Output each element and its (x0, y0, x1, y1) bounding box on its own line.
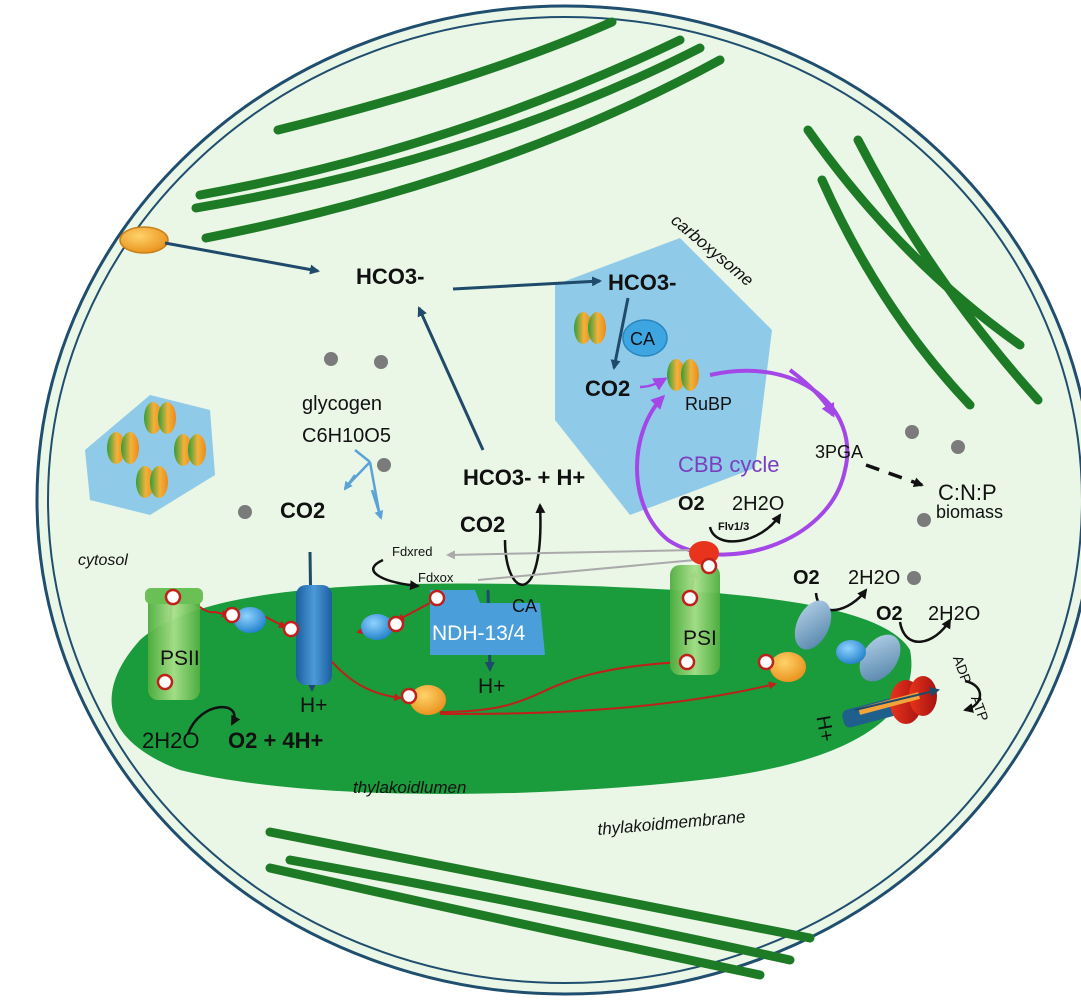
co2-carboxysome-label: CO2 (585, 376, 630, 401)
hco3-h-label: HCO3- + H+ (463, 465, 585, 490)
cyt-b6f-complex (296, 585, 332, 685)
cbb-to-3pga-arrow (788, 368, 835, 418)
black-arrows (186, 503, 982, 735)
rubisco-icons (107, 312, 699, 498)
cell-inner-membrane (47, 16, 1081, 984)
hco3-cytosol-label: HCO3- (356, 264, 424, 289)
cell-outer-wall (35, 4, 1081, 996)
thylakoid-lumen-label: thylakoidlumen (353, 778, 466, 797)
o2-flv-label: O2 (678, 493, 705, 515)
glycogen-formula-label: C6H10O5 (302, 425, 391, 447)
h2o-oxidase1-label: 2H2O (848, 567, 900, 589)
glycogen-granules (238, 352, 965, 585)
3pga-label: 3PGA (815, 442, 863, 462)
thylakoid-stripes (191, 17, 1043, 980)
co2-glycogen-label: CO2 (280, 498, 325, 523)
atp-synthase (842, 676, 940, 728)
flv-label: Flv1/3 (718, 521, 749, 533)
rubp-label: RuBP (685, 394, 732, 414)
bicarbonate-transporter (119, 226, 169, 254)
fdx-ox-label: Fdxox (418, 570, 454, 585)
small-carboxysome (85, 395, 215, 515)
biomass-label: biomass (936, 502, 1003, 522)
3pga-to-biomass-dashed (865, 463, 924, 488)
co2-ndh-label: CO2 (460, 512, 505, 537)
electron-carriers (156, 557, 775, 705)
co2-to-rubp-arrow (639, 377, 668, 391)
oxidase-2 (859, 634, 901, 682)
psi-label: PSI (683, 627, 717, 650)
glycogen-co2-arrow (343, 474, 357, 491)
ca-ndh-label: CA (512, 596, 537, 616)
mobile-carriers (234, 607, 866, 715)
water-split-output-label: O2 + 4H+ (228, 728, 323, 753)
h-plus-atpase-label: H+ (811, 714, 837, 744)
carboxysome (555, 238, 772, 515)
glycogen-label: glycogen (302, 393, 382, 415)
glycogen-down-arrow (370, 489, 384, 520)
h-plus-b6f-label: H+ (300, 694, 327, 717)
ca-carboxysome-label: CA (630, 329, 655, 349)
ndh1-complex (430, 590, 545, 655)
cnp-label: C:N:P (938, 480, 997, 505)
o2-oxidase1-label: O2 (793, 567, 820, 589)
fdx-grey-arrow-2 (477, 559, 696, 581)
ndh1-label: NDH-13/4 (432, 622, 526, 645)
oxidase-1 (794, 600, 832, 650)
fdx-grey-arrow (446, 549, 696, 560)
h2o-oxidase2-label: 2H2O (928, 603, 980, 625)
cytosol-label: cytosol (78, 552, 128, 569)
fdx-red-label: Fdxred (392, 544, 432, 559)
h2o-flv-label: 2H2O (732, 493, 784, 515)
psi-complex (670, 565, 720, 675)
o2-oxidase2-label: O2 (876, 603, 903, 625)
cbb-cycle-label: CBB cycle (678, 452, 779, 477)
ca-enzyme (622, 319, 668, 357)
psii-label: PSII (160, 647, 200, 670)
hco3-carboxysome-label: HCO3- (608, 270, 676, 295)
water-split-input-label: 2H2O (142, 728, 199, 753)
h-plus-ndh-label: H+ (478, 675, 505, 698)
